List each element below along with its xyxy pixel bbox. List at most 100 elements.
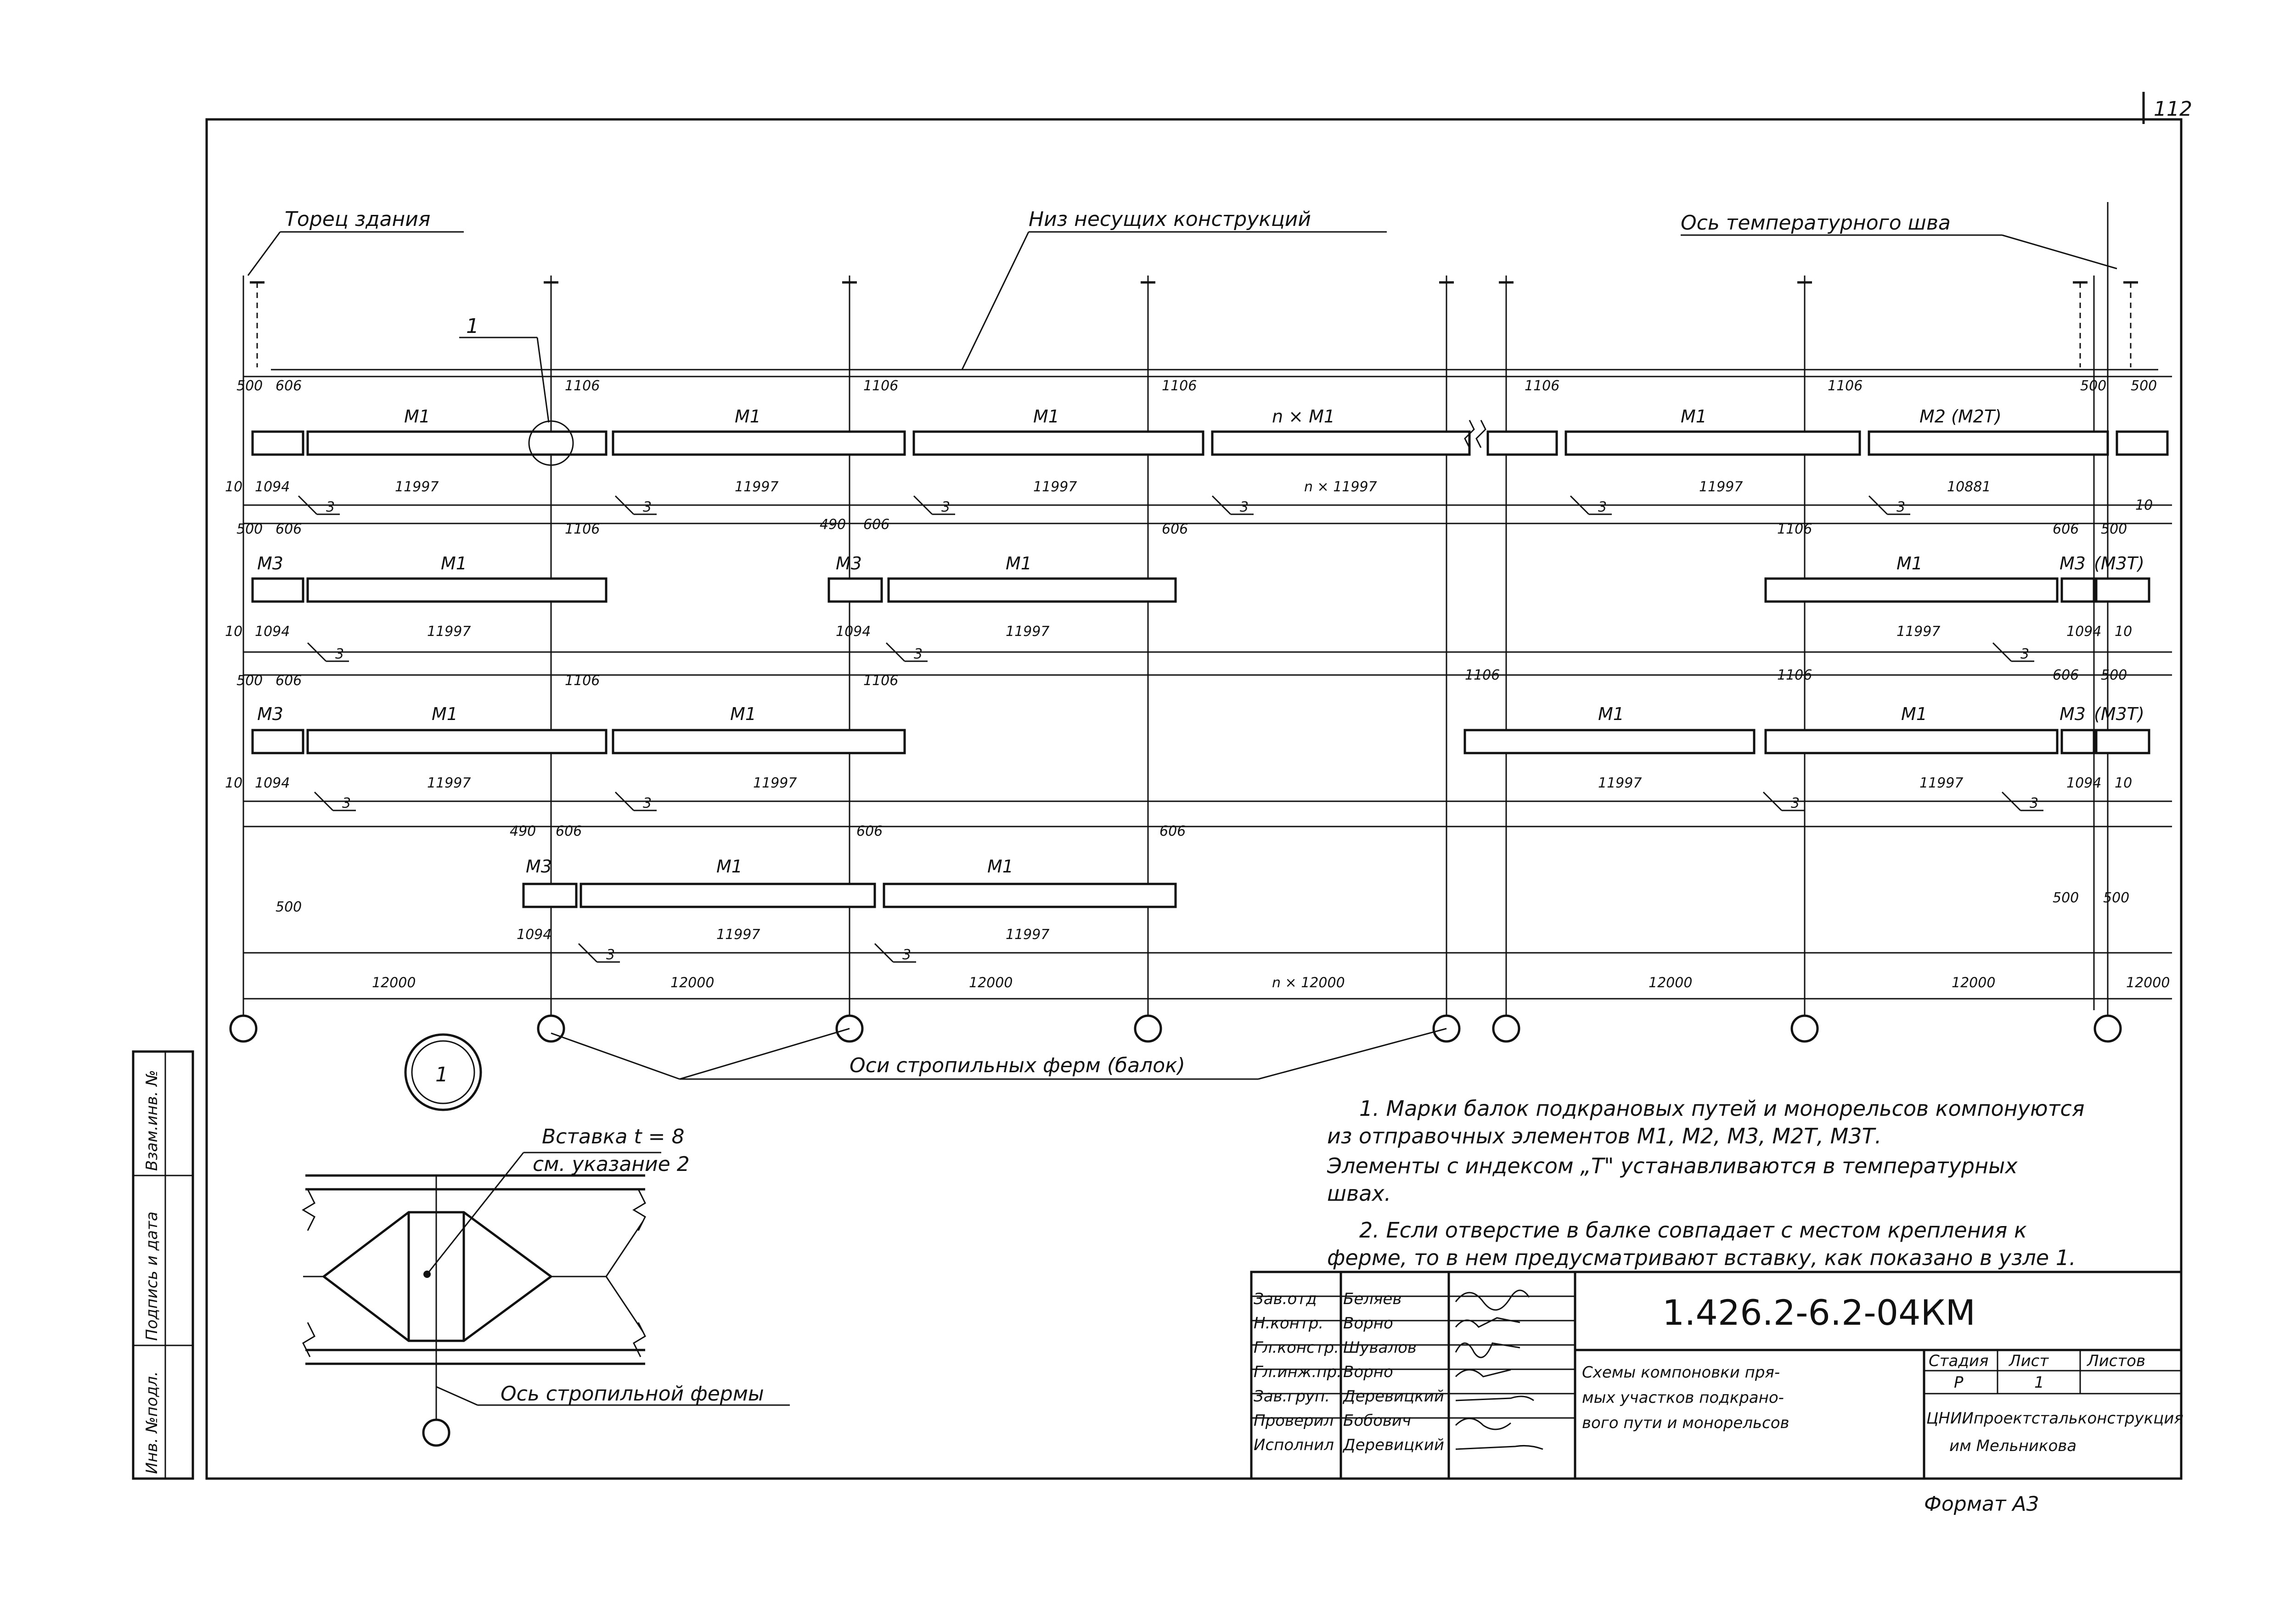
gap-label: 3 [643, 795, 652, 811]
tb-name-2: Ворно [1343, 1314, 1393, 1333]
tb-signatures [1455, 1289, 1543, 1450]
beam-element [912, 430, 1204, 456]
row4-side-3: 500 [2103, 890, 2129, 906]
axis-bubble [1432, 1014, 1461, 1043]
format-label: Формат А3 [1924, 1492, 2039, 1516]
row1-top-8: 500 [2080, 378, 2106, 394]
row2-len-5: 11997 [1006, 624, 1049, 640]
gap-leader [614, 791, 635, 811]
row2-top-4: 490 [820, 517, 846, 533]
beam-element [2060, 577, 2095, 603]
row1-label-2: М1 [735, 406, 761, 427]
row4-label-1: М3 [526, 856, 552, 877]
tb-title-3: вого пути и монорельсов [1582, 1414, 1790, 1432]
row2-top-2: 606 [276, 521, 302, 537]
row1-top-1: 500 [236, 378, 263, 394]
tb-sheet: 1 [2034, 1373, 2044, 1392]
row1-top-9: 500 [2131, 378, 2157, 394]
note-1-line-1: 1. Марки балок подкрановых путей и монор… [1359, 1096, 2084, 1121]
beam-element [612, 729, 906, 754]
stamp-replace-label: Взам.инв. № [143, 1070, 161, 1171]
row1-len-6: n × 11997 [1304, 479, 1377, 495]
row4-labels: М3 М1 М1 1094 11997 11997 490 606 606 60… [276, 823, 2129, 943]
note-1-line-4: швах. [1327, 1181, 1391, 1206]
general-notes: 1. Марки балок подкрановых путей и монор… [1327, 1096, 2084, 1270]
row2-top-8: 606 [2053, 521, 2079, 537]
beam-short-element [251, 430, 304, 456]
sheet-number: 112 [2154, 97, 2192, 121]
gap-leader [298, 495, 318, 515]
svg-text:Оси стропильных ферм (балок): Оси стропильных ферм (балок) [850, 1054, 1185, 1077]
beam-element [1868, 430, 2109, 456]
beam-element [1211, 430, 1471, 456]
row3-label-1: М3 [257, 704, 283, 724]
gap-leader [1992, 642, 2012, 662]
row2-label-1: М3 [257, 553, 283, 574]
row4-len-2: 11997 [716, 927, 760, 943]
tb-role-6: Проверил [1254, 1412, 1334, 1430]
row1-label-1: М1 [404, 406, 430, 427]
row2-len-7: 1094 [2066, 624, 2101, 640]
row1-top-5: 1106 [1162, 378, 1197, 394]
svg-text:Вставка t = 8: Вставка t = 8 [542, 1125, 685, 1148]
stamp-inv-label: Инв. №подл. [143, 1371, 161, 1474]
row4-len-3: 11997 [1006, 927, 1049, 943]
truss-axes [229, 202, 2138, 1043]
row3-top-2: 606 [276, 673, 302, 689]
row3-len-8: 10 [2115, 775, 2132, 791]
row3-top-1: 500 [236, 673, 263, 689]
svg-text:1: 1 [435, 1063, 448, 1086]
gap-label: 3 [1598, 499, 1607, 515]
svg-text:см. указание 2: см. указание 2 [533, 1153, 690, 1176]
tb-role-1: Зав.отд [1254, 1290, 1317, 1308]
row2-len-6: 11997 [1896, 624, 1940, 640]
row2-top-9: 500 [2101, 521, 2127, 537]
detail-leader [536, 337, 550, 423]
row2-label-6: М3 [2060, 553, 2086, 574]
span-dimensions: 12000 12000 12000 n × 12000 12000 12000 … [243, 975, 2172, 1000]
tb-stage: Р [1954, 1373, 1964, 1392]
beam-element [306, 430, 608, 456]
gap-leader [1570, 495, 1590, 515]
beam-element [612, 430, 906, 456]
stamp-sign-label: Подпись и дата [143, 1211, 161, 1341]
tb-name-3: Шувалов [1343, 1339, 1417, 1357]
gap-label: 3 [2020, 646, 2029, 662]
row4-top-3: 606 [856, 823, 883, 839]
callout-bottom-structures: Низ несущих конструкций [961, 208, 1387, 370]
gap-label: 3 [326, 499, 335, 515]
row2-len-3: 11997 [427, 624, 471, 640]
row3-top-4: 1106 [863, 673, 898, 689]
drawing-frame [205, 118, 2183, 1480]
row3-len-3: 11997 [427, 775, 471, 791]
tb-role-2: Н.контр. [1254, 1314, 1323, 1333]
beam-element [1764, 577, 2059, 603]
beam-element [2095, 577, 2150, 603]
beam-element [1764, 729, 2059, 754]
gap-leader [2001, 791, 2021, 811]
tb-title-1: Схемы компоновки пря- [1582, 1363, 1780, 1382]
row2-len-4: 1094 [836, 624, 871, 640]
callout-expansion-axis: Ось температурного шва [1681, 211, 2117, 270]
tb-name-7: Деревицкий [1342, 1436, 1444, 1454]
tb-col-sheets: Листов [2086, 1352, 2145, 1370]
axis-bubble [2093, 1014, 2122, 1043]
row2-top-7: 1106 [1777, 521, 1812, 537]
row2-top-6: 606 [1162, 521, 1188, 537]
row1-len-2: 1094 [255, 479, 290, 495]
span-4: n × 12000 [1272, 975, 1345, 991]
tb-role-5: Зав.груп. [1254, 1387, 1330, 1406]
tb-role-4: Гл.инж.пр. [1254, 1363, 1342, 1381]
row2-label-4: М1 [1006, 553, 1032, 574]
row3-top-6: 1106 [1777, 667, 1812, 683]
row2-label-5: М1 [1896, 553, 1923, 574]
span-1: 12000 [372, 975, 416, 991]
gap-label: 3 [902, 947, 911, 963]
detail-node-1: Вставка t = 8 см. указание 2 Ось стропил… [302, 1125, 790, 1447]
gap-leader [885, 642, 906, 662]
tb-org-2: им Мельникова [1949, 1437, 2077, 1455]
row1-top-2: 606 [276, 378, 302, 394]
row1-top-6: 1106 [1525, 378, 1559, 394]
note-1-line-2: из отправочных элементов М1, М2, М3, М2Т… [1327, 1124, 1881, 1148]
